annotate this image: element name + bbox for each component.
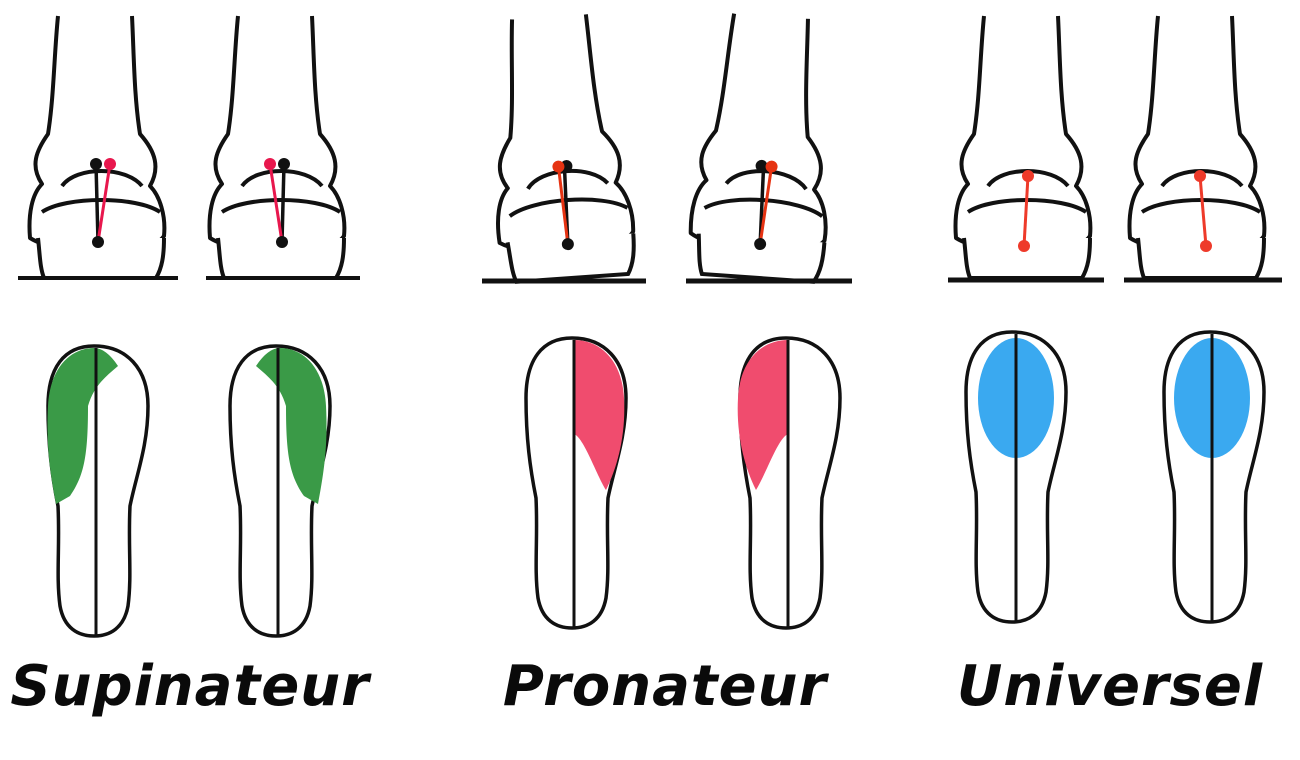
heel-view-left — [953, 14, 1093, 280]
label-supinateur: Supinateur — [10, 654, 370, 719]
sole-right — [737, 336, 842, 630]
panel-supinateur — [18, 14, 360, 638]
panel-universel — [948, 14, 1282, 624]
heel-view-left — [481, 10, 639, 285]
sole-right — [228, 344, 332, 638]
label-pronateur: Pronateur — [502, 654, 828, 719]
heel-view-left — [27, 14, 167, 280]
sole-right — [1162, 330, 1266, 624]
heel-view-right — [685, 9, 843, 285]
sole-left — [46, 344, 150, 638]
label-universel: Universel — [956, 654, 1264, 719]
heel-view-right — [1127, 14, 1267, 280]
sole-left — [524, 336, 628, 630]
sole-left — [964, 330, 1068, 624]
heel-view-right — [207, 14, 347, 280]
panel-pronateur — [481, 9, 852, 630]
